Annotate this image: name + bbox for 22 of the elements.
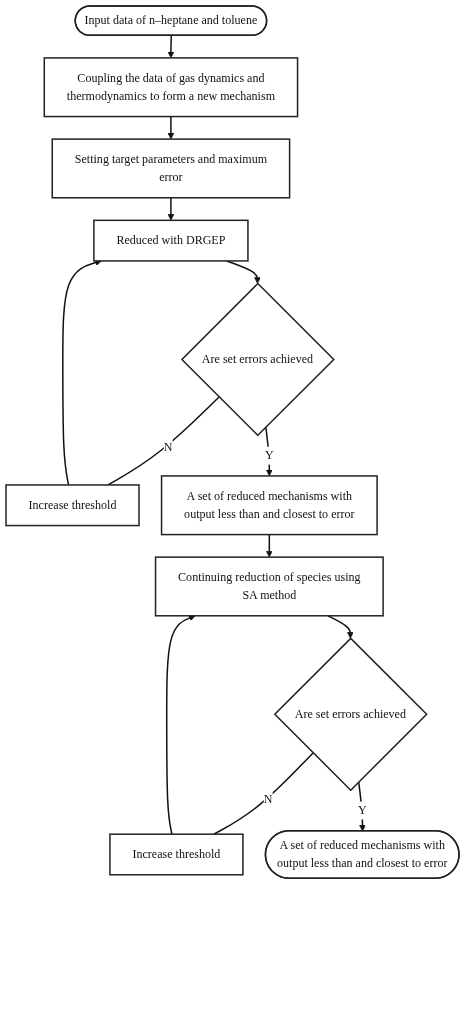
node-box: Increase threshold: [5, 484, 140, 527]
arrow: [167, 34, 175, 59]
arrow: [167, 197, 175, 221]
arrow: [166, 614, 196, 835]
connector: [107, 396, 220, 486]
node-box: Increase threshold: [109, 833, 244, 876]
node-diamond: Are set errors achieved: [273, 637, 428, 792]
node-box: Continuing reduction of species using SA method: [154, 556, 384, 617]
arrow: [62, 259, 102, 486]
edge-label: Y: [357, 803, 367, 817]
arrow: [266, 533, 273, 558]
node-box: A set of reduced mechanisms with output less than and closest to error: [160, 475, 378, 536]
node-box: Coupling the data of gas dynamics and thermodynamics to form a new mechanism: [43, 57, 299, 118]
edge-label: N: [163, 440, 173, 453]
connector: [213, 752, 314, 835]
node-diamond: Are set errors achieved: [180, 282, 335, 437]
node-box: Setting target parameters and maximum error: [51, 138, 291, 199]
edge-label: N: [263, 792, 273, 806]
arrow: [327, 615, 354, 639]
edge-label: Y: [264, 448, 274, 462]
node-box: Reduced with DRGEP: [93, 219, 249, 262]
arrow: [167, 115, 175, 140]
